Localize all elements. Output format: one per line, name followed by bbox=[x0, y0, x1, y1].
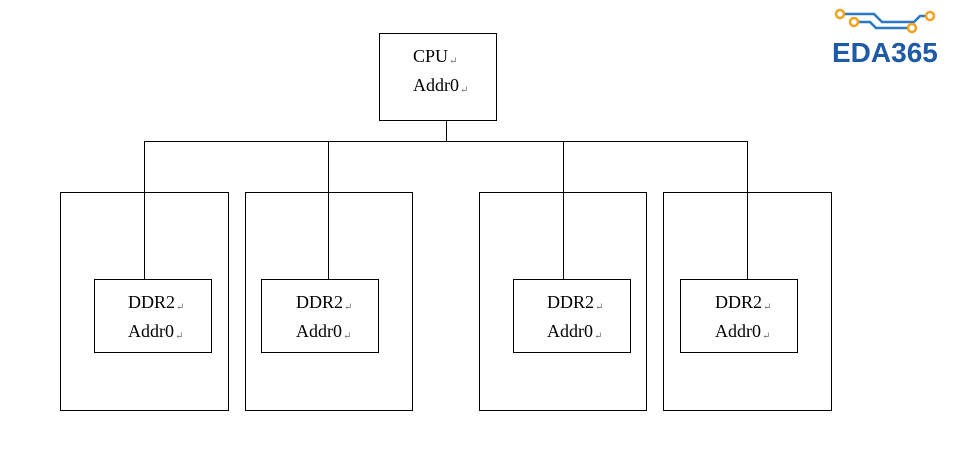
paragraph-mark: ↵ bbox=[762, 331, 771, 342]
drop-line-2-inner bbox=[328, 192, 329, 280]
drop-line-3-inner bbox=[563, 192, 564, 280]
cpu-stem-line bbox=[446, 119, 447, 141]
paragraph-mark: ↵ bbox=[594, 331, 603, 342]
ddr-chip-addr-label: Addr0↵ bbox=[715, 321, 770, 347]
drop-line-1-inner bbox=[144, 192, 145, 280]
paragraph-mark: ↵ bbox=[595, 302, 604, 313]
ddr-chip-addr-label: Addr0↵ bbox=[128, 321, 183, 347]
ddr-chip-addr: Addr0 bbox=[547, 321, 593, 341]
ddr-chip-addr: Addr0 bbox=[296, 321, 342, 341]
ddr-chip-name: DDR2 bbox=[128, 292, 176, 312]
paragraph-mark: ↵ bbox=[175, 331, 184, 342]
cpu-addr-label: Addr0↵ bbox=[413, 75, 468, 101]
paragraph-mark: ↵ bbox=[176, 302, 185, 313]
bus-horizontal-line bbox=[144, 141, 748, 142]
ddr-chip-label: DDR2↵ bbox=[296, 292, 352, 318]
cpu-label: CPU↵ bbox=[413, 46, 457, 72]
circuit-trace-icon bbox=[834, 8, 936, 34]
ddr-chip-4: DDR2↵ Addr0↵ bbox=[680, 279, 798, 353]
ddr-chip-name: DDR2 bbox=[296, 292, 344, 312]
ddr-chip-3: DDR2↵ Addr0↵ bbox=[513, 279, 631, 353]
eda365-logo: EDA365 bbox=[830, 8, 948, 70]
ddr-chip-1: DDR2↵ Addr0↵ bbox=[94, 279, 212, 353]
drop-line-4-inner bbox=[747, 192, 748, 280]
paragraph-mark: ↵ bbox=[763, 302, 772, 313]
ddr-chip-name: DDR2 bbox=[715, 292, 763, 312]
cpu-name: CPU bbox=[413, 46, 449, 66]
ddr-chip-2: DDR2↵ Addr0↵ bbox=[261, 279, 379, 353]
paragraph-mark: ↵ bbox=[344, 302, 353, 313]
paragraph-mark: ↵ bbox=[343, 331, 352, 342]
ddr-chip-addr: Addr0 bbox=[128, 321, 174, 341]
cpu-addr: Addr0 bbox=[413, 75, 459, 95]
ddr-chip-label: DDR2↵ bbox=[547, 292, 603, 318]
logo-text: EDA365 bbox=[832, 37, 938, 68]
ddr-chip-name: DDR2 bbox=[547, 292, 595, 312]
ddr-chip-addr: Addr0 bbox=[715, 321, 761, 341]
ddr-chip-label: DDR2↵ bbox=[715, 292, 771, 318]
paragraph-mark: ↵ bbox=[449, 56, 458, 67]
ddr-chip-label: DDR2↵ bbox=[128, 292, 184, 318]
paragraph-mark: ↵ bbox=[460, 85, 469, 96]
ddr-chip-addr-label: Addr0↵ bbox=[296, 321, 351, 347]
ddr-chip-addr-label: Addr0↵ bbox=[547, 321, 602, 347]
cpu-box: CPU↵ Addr0↵ bbox=[379, 33, 497, 121]
